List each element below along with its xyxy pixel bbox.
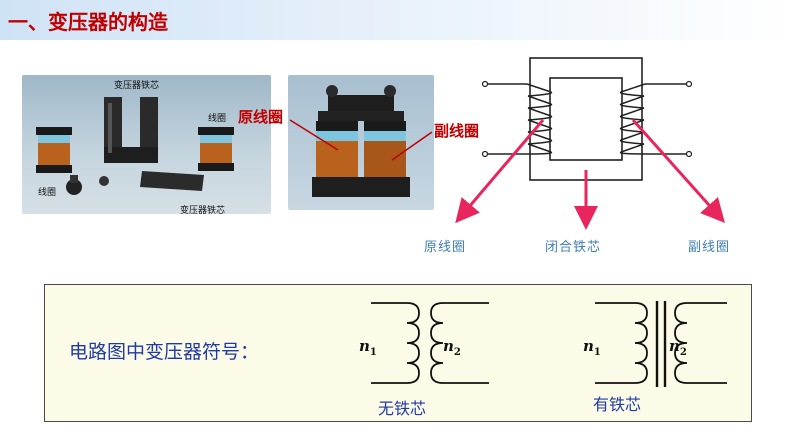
core-label-top: 变压器铁芯 bbox=[114, 81, 160, 91]
air-core-n2-label: n2 bbox=[443, 337, 461, 358]
coil-label-left: 线圈 bbox=[38, 188, 57, 198]
core-inner-frame bbox=[549, 77, 623, 161]
symbol-heading: 电路图中变压器符号： bbox=[69, 341, 260, 363]
iron-core-n2-label: n2 bbox=[669, 337, 687, 358]
assembled-transformer-photo bbox=[288, 75, 434, 210]
coil-label-right: 线圈 bbox=[208, 114, 227, 124]
air-core-transformer-symbol bbox=[371, 302, 489, 384]
iron-core-n1-label: n1 bbox=[583, 337, 601, 358]
diagram-primary-label: 原线圈 bbox=[424, 240, 467, 255]
primary-coil bbox=[526, 83, 553, 155]
photo-secondary-coil-label: 副线圈 bbox=[434, 122, 480, 140]
secondary-coil bbox=[619, 83, 646, 155]
iron-core-transformer-symbol bbox=[595, 301, 727, 387]
disassembled-transformer-photo: 变压器铁芯 线圈 线圈 变压器铁芯 bbox=[22, 75, 271, 214]
core-outer-frame bbox=[529, 57, 643, 181]
with-core-caption: 有铁芯 bbox=[593, 395, 642, 414]
photo-primary-coil-label: 原线圈 bbox=[238, 108, 284, 126]
primary-arrow bbox=[455, 119, 545, 224]
diagram-core-label: 闭合铁芯 bbox=[545, 240, 602, 255]
assembled-transformer-image bbox=[312, 85, 410, 197]
secondary-arrow bbox=[631, 119, 725, 223]
air-core-n1-label: n1 bbox=[359, 337, 377, 358]
transformer-schematic bbox=[455, 57, 725, 230]
circuit-symbol-panel: 电路图中变压器符号： n1 n2 无铁芯 n1 n2 有铁芯 bbox=[44, 284, 752, 422]
core-label-bottom: 变压器铁芯 bbox=[180, 206, 226, 214]
section-title: 一、变压器的构造 bbox=[8, 10, 168, 34]
no-core-caption: 无铁芯 bbox=[378, 399, 427, 418]
title-bar: 一、变压器的构造 bbox=[0, 0, 794, 40]
diagram-secondary-label: 副线圈 bbox=[688, 240, 731, 255]
disassembled-parts-image bbox=[36, 97, 234, 195]
